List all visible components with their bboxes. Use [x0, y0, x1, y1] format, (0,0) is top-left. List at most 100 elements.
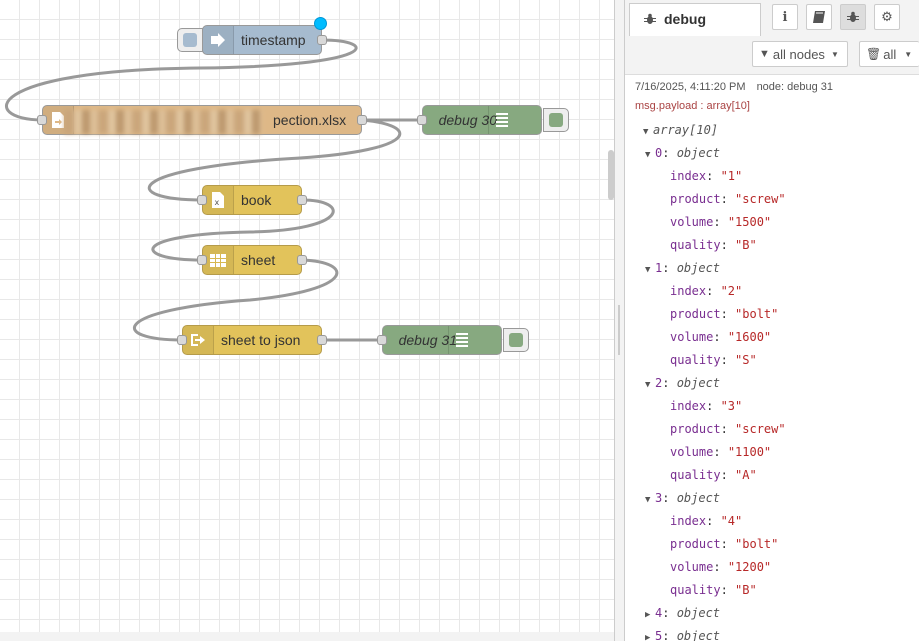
array-element[interactable]: ▶5: object	[645, 626, 720, 641]
arrow-in-icon	[203, 26, 234, 54]
filter-label: all nodes	[772, 46, 825, 62]
element-colon: :	[662, 261, 677, 275]
settings-tab-button[interactable]: ⚙	[874, 4, 900, 30]
output-port[interactable]	[297, 195, 307, 205]
property-row: index: "3"	[670, 396, 742, 416]
property-key: product	[670, 537, 721, 551]
element-index: 0	[655, 146, 663, 160]
debug-messages[interactable]: 7/16/2025, 4:11:20 PM node: debug 31 msg…	[625, 75, 919, 641]
sheet-node[interactable]: sheet	[197, 245, 307, 275]
inject-button[interactable]	[177, 28, 203, 52]
property-key: volume	[670, 560, 714, 574]
book-node[interactable]: x book	[197, 185, 307, 215]
sheet-to-json-node[interactable]: sheet to json	[177, 325, 327, 355]
property-colon: :	[720, 353, 736, 367]
property-value: "1100"	[727, 445, 772, 459]
info-tab-button[interactable]: i	[772, 4, 798, 30]
debug30-label: debug 30	[438, 112, 497, 128]
debug-tab-button[interactable]	[840, 4, 866, 30]
sidebar-resize-handle[interactable]	[615, 0, 625, 641]
element-type: object	[676, 629, 721, 641]
output-port[interactable]	[317, 35, 327, 45]
expand-triangle-icon: ▼	[645, 265, 651, 275]
canvas-horizontal-scrollbar[interactable]	[0, 632, 614, 641]
gear-icon: ⚙	[881, 9, 893, 25]
array-root[interactable]: ▼array[10]	[643, 120, 718, 140]
timestamp-node[interactable]: timestamp	[177, 17, 327, 55]
message-header: 7/16/2025, 4:11:20 PM node: debug 31	[635, 81, 833, 93]
property-value: "3"	[720, 399, 743, 413]
property-row: product: "bolt"	[670, 304, 778, 324]
property-row: product: "screw"	[670, 189, 786, 209]
property-key: index	[670, 514, 707, 528]
property-key: product	[670, 192, 721, 206]
property-row: index: "2"	[670, 281, 742, 301]
message-node-link[interactable]: node: debug 31	[756, 81, 834, 93]
input-port[interactable]	[197, 195, 207, 205]
message-topic: msg.payload : array[10]	[635, 100, 750, 112]
help-tab-button[interactable]	[806, 4, 832, 30]
property-row: quality: "A"	[670, 465, 757, 485]
property-value: "B"	[735, 238, 757, 252]
property-value: "S"	[735, 353, 757, 367]
input-port[interactable]	[37, 115, 47, 125]
input-port[interactable]	[197, 255, 207, 265]
array-element[interactable]: ▶4: object	[645, 603, 720, 623]
caret-down-icon: ▼	[830, 49, 839, 59]
tab-debug-label: debug	[664, 11, 706, 27]
bug-icon	[847, 11, 859, 22]
array-element[interactable]: ▼2: object	[645, 373, 720, 393]
property-key: quality	[670, 238, 721, 252]
collapse-triangle-icon: ▶	[645, 610, 651, 620]
flow-canvas[interactable]: timestamp pection.xlsx debug 30 x book s…	[0, 0, 615, 641]
debug30-node[interactable]: debug 30	[417, 105, 569, 135]
tab-debug[interactable]: debug	[629, 3, 761, 37]
property-key: quality	[670, 468, 721, 482]
property-key: quality	[670, 353, 721, 367]
output-port[interactable]	[317, 335, 327, 345]
input-port[interactable]	[417, 115, 427, 125]
element-type: object	[676, 146, 721, 160]
input-port[interactable]	[177, 335, 187, 345]
debug30-toggle[interactable]	[543, 108, 569, 132]
property-colon: :	[713, 330, 728, 344]
wire-timestamp-file	[5, 38, 358, 122]
output-port[interactable]	[357, 115, 367, 125]
output-port[interactable]	[297, 255, 307, 265]
property-row: volume: "1600"	[670, 327, 771, 347]
debug31-toggle[interactable]	[503, 328, 529, 352]
property-key: index	[670, 284, 707, 298]
property-value: "bolt"	[735, 307, 779, 321]
debug31-node[interactable]: debug 31	[377, 325, 529, 355]
expand-triangle-icon: ▼	[643, 127, 649, 137]
bug-icon	[644, 13, 656, 24]
property-row: index: "4"	[670, 511, 742, 531]
property-colon: :	[720, 307, 736, 321]
element-index: 2	[655, 376, 663, 390]
element-type: object	[676, 491, 721, 505]
array-element[interactable]: ▼1: object	[645, 258, 720, 278]
filter-dropdown[interactable]: ▼ all nodes ▼	[752, 41, 848, 67]
property-value: "1200"	[727, 560, 772, 574]
expand-triangle-icon: ▼	[645, 380, 651, 390]
property-key: product	[670, 422, 721, 436]
property-key: product	[670, 307, 721, 321]
property-value: "1600"	[727, 330, 772, 344]
property-value: "B"	[735, 583, 757, 597]
canvas-vertical-scrollbar[interactable]	[608, 150, 614, 200]
clear-dropdown[interactable]: 🗑 all ▼	[859, 41, 919, 67]
array-element[interactable]: ▼0: object	[645, 143, 720, 163]
property-key: quality	[670, 583, 721, 597]
timestamp-label: timestamp	[241, 32, 306, 48]
property-colon: :	[706, 169, 721, 183]
property-row: volume: "1500"	[670, 212, 771, 232]
property-value: "bolt"	[735, 537, 779, 551]
property-colon: :	[720, 468, 736, 482]
element-type: object	[676, 606, 721, 620]
message-timestamp: 7/16/2025, 4:11:20 PM	[635, 81, 746, 93]
input-port[interactable]	[377, 335, 387, 345]
array-element[interactable]: ▼3: object	[645, 488, 720, 508]
property-key: index	[670, 169, 707, 183]
property-value: "1"	[720, 169, 743, 183]
wire-file-book	[147, 118, 402, 202]
